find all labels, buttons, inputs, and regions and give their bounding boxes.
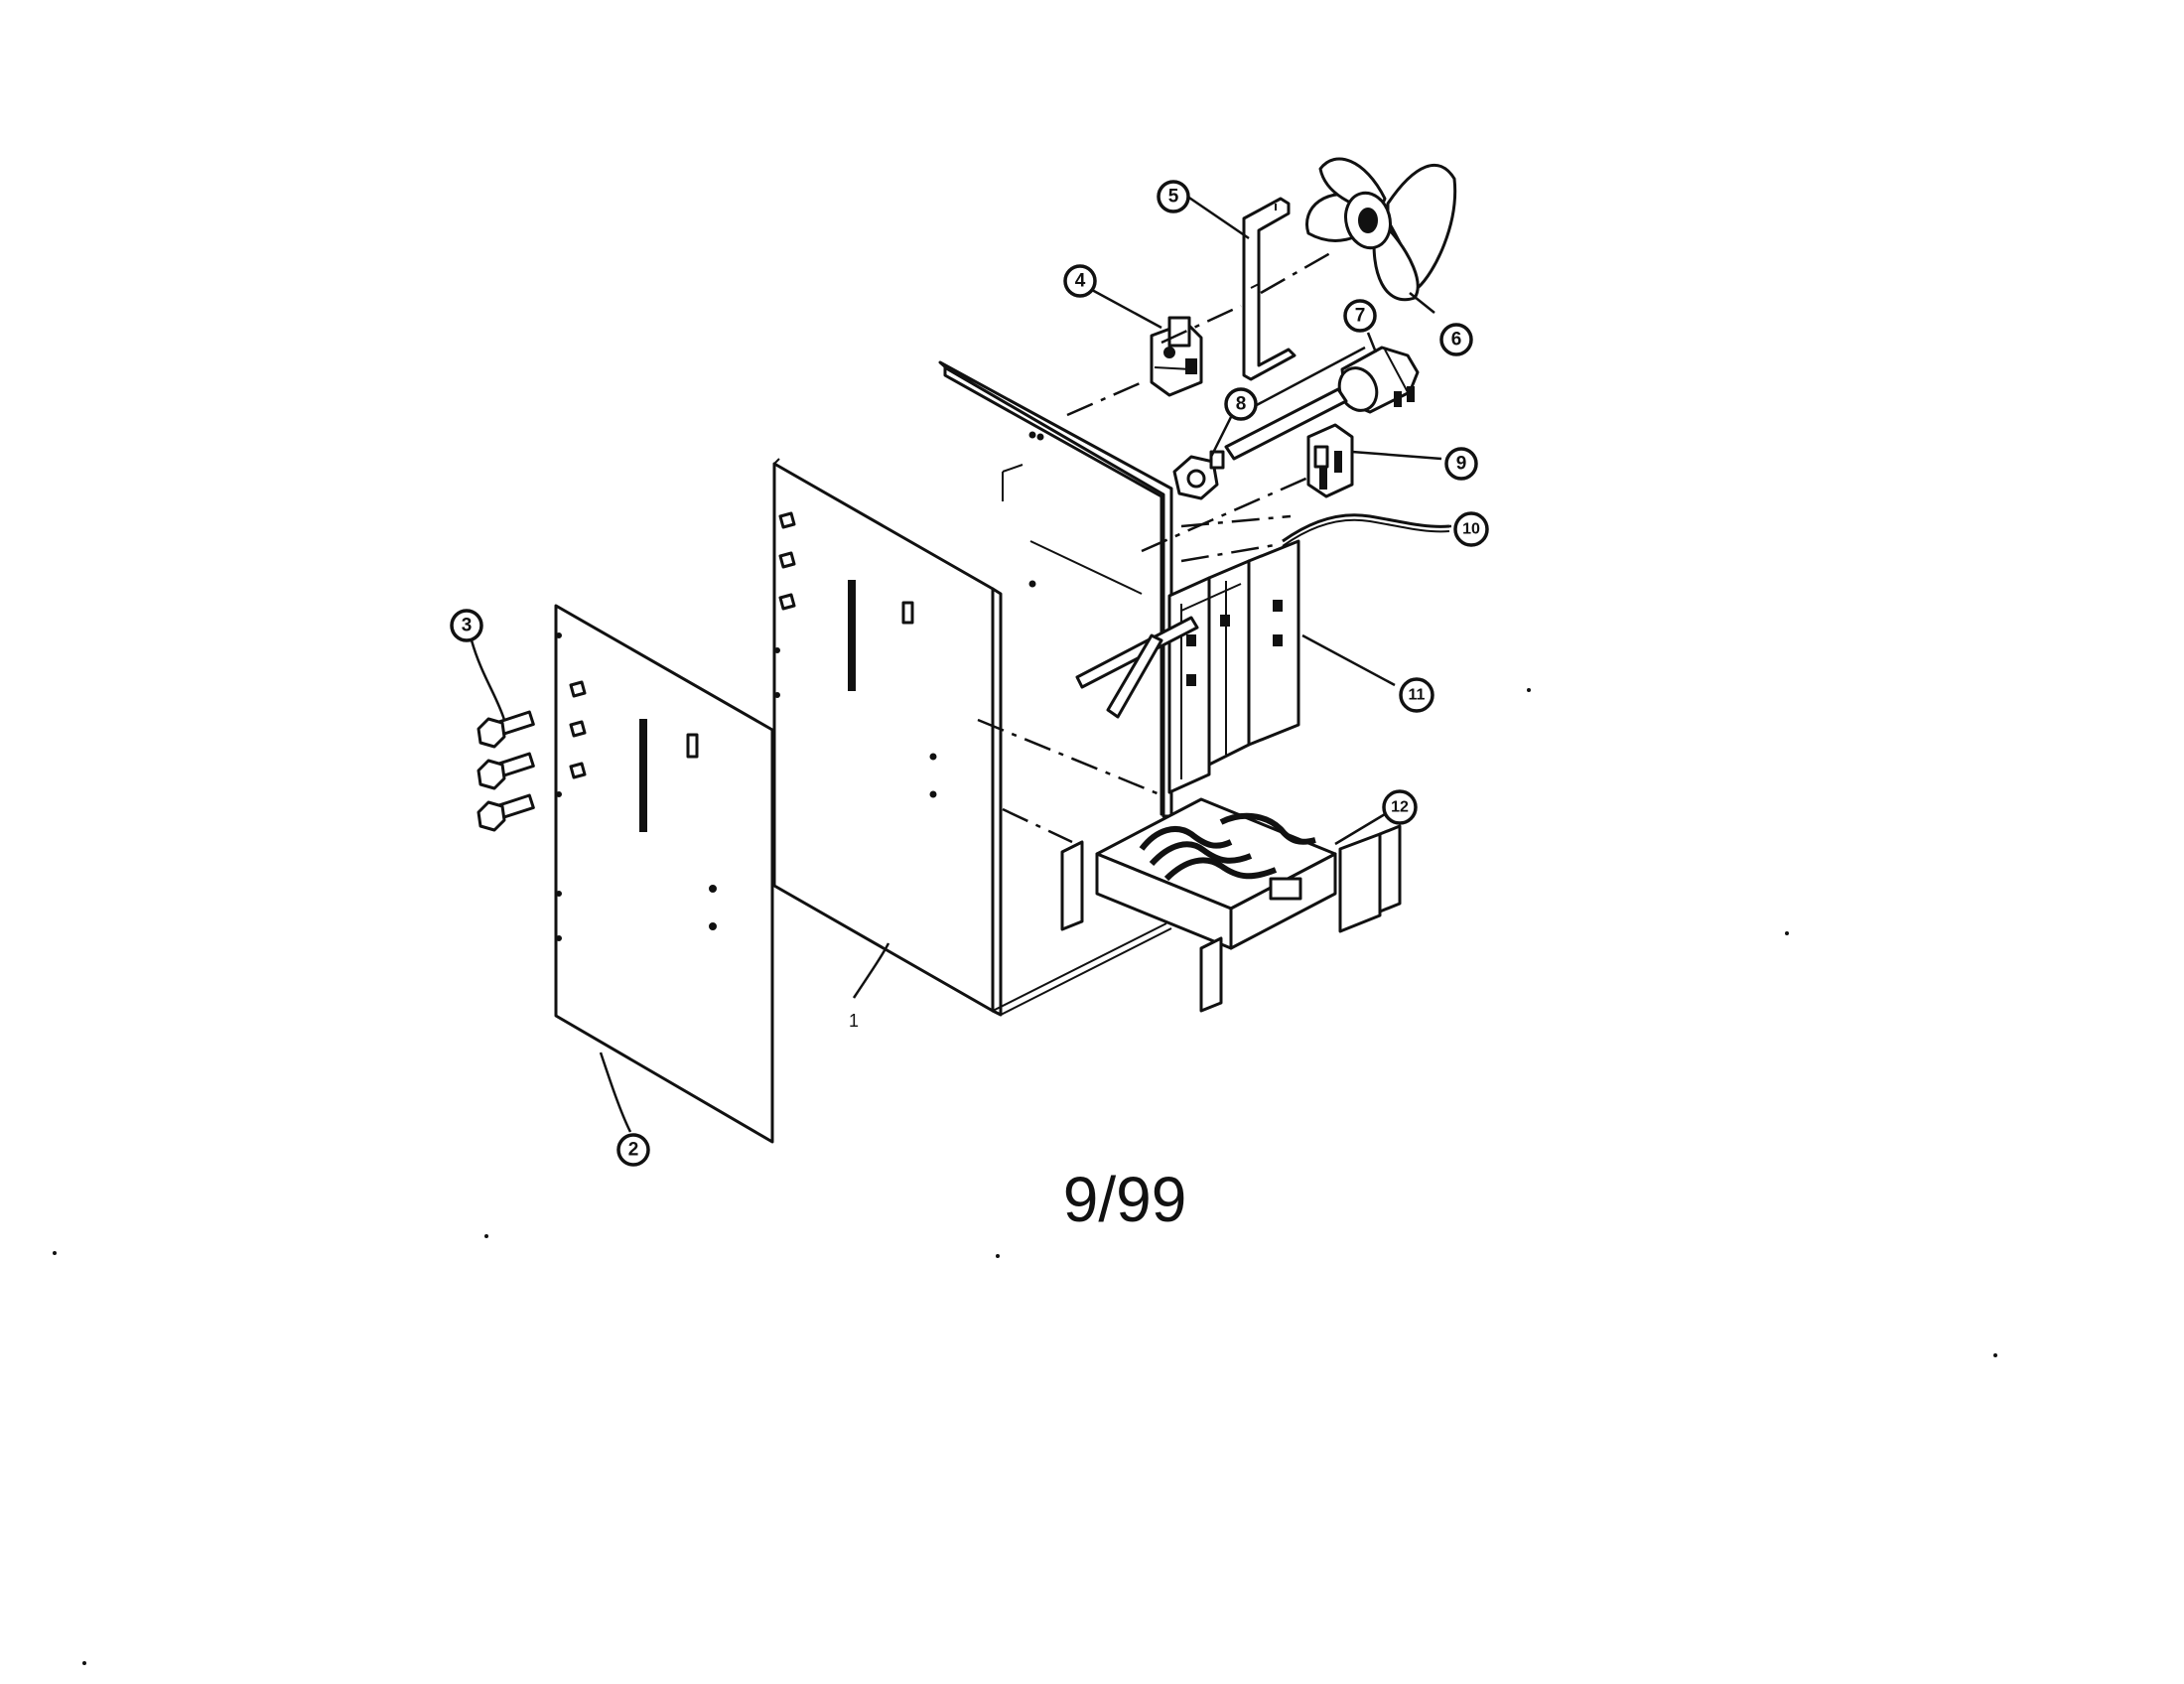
wire-lead <box>1282 513 1450 547</box>
callout-1-label: 1 <box>849 1011 859 1031</box>
screw-1 <box>477 710 535 749</box>
leader-lines <box>470 192 1451 1133</box>
control-switch <box>1150 316 1203 397</box>
callout-10-label: 10 <box>1462 521 1480 538</box>
fan-bracket <box>1242 197 1297 381</box>
callout-5-label: 5 <box>1168 187 1179 208</box>
thermostat-switch <box>1172 450 1225 500</box>
alignment-lines <box>977 251 1331 844</box>
callout-9: 9 <box>1444 447 1478 481</box>
callout-3: 3 <box>450 609 483 642</box>
callout-12-label: 12 <box>1391 799 1409 816</box>
callout-8-label: 8 <box>1236 394 1247 415</box>
fan-blade <box>1305 157 1457 302</box>
callout-6-label: 6 <box>1451 330 1462 351</box>
screw-3 <box>477 793 535 832</box>
callout-3-label: 3 <box>462 616 473 636</box>
callout-12: 12 <box>1382 789 1418 825</box>
callout-11: 11 <box>1399 677 1434 713</box>
cabinet-box <box>772 458 1172 1017</box>
callout-11-label: 11 <box>1409 687 1426 704</box>
screw-2 <box>477 752 535 790</box>
cabinet-rear-panel <box>938 360 1173 818</box>
callout-5: 5 <box>1157 180 1190 213</box>
heating-element-tubes <box>1075 583 1242 719</box>
callout-4-label: 4 <box>1075 271 1086 292</box>
callout-8: 8 <box>1224 387 1258 421</box>
callout-10: 10 <box>1453 511 1489 547</box>
heating-element-brackets <box>1167 539 1300 794</box>
callout-6: 6 <box>1439 323 1473 356</box>
callout-1: 1 <box>849 1011 859 1031</box>
callout-4: 4 <box>1063 264 1097 298</box>
callout-2-label: 2 <box>628 1140 639 1161</box>
callout-2: 2 <box>616 1133 650 1167</box>
element-tray <box>1060 797 1402 1013</box>
scan-specks <box>53 688 1997 1665</box>
relay <box>1306 423 1354 498</box>
shaft-rod <box>1224 387 1348 461</box>
side-panel <box>554 604 774 1144</box>
callout-7: 7 <box>1343 299 1377 333</box>
callout-7-label: 7 <box>1355 306 1366 327</box>
screws <box>477 710 535 832</box>
callout-9-label: 9 <box>1456 454 1467 475</box>
date-code: 9/99 <box>1063 1164 1187 1235</box>
